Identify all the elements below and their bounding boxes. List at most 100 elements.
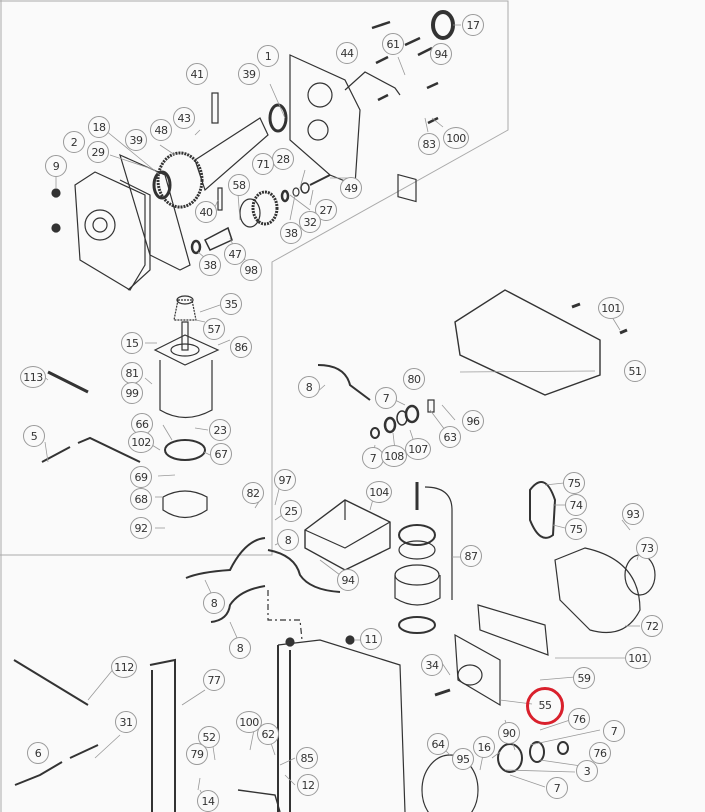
ring-part — [404, 404, 420, 424]
part-label: 75 — [565, 518, 587, 540]
part-label-highlighted[interactable]: 55 — [538, 698, 553, 712]
cable-part — [14, 744, 99, 786]
part-label: 8 — [203, 592, 225, 614]
part-label: 94 — [430, 43, 452, 65]
pinion-part — [203, 226, 233, 251]
ring-part — [300, 182, 310, 194]
highlight-circle — [526, 687, 564, 725]
part-label: 7 — [375, 387, 397, 409]
pulley-stack-part — [394, 482, 453, 634]
part-label: 95 — [452, 748, 474, 770]
part-label: 75 — [563, 472, 585, 494]
part-label: 15 — [121, 332, 143, 354]
part-label: 40 — [195, 201, 217, 223]
part-label: 71 — [252, 153, 274, 175]
part-label: 17 — [462, 14, 484, 36]
part-label: 43 — [173, 107, 195, 129]
nut-part — [51, 188, 61, 198]
shaft-part — [194, 117, 269, 192]
nut-part — [345, 635, 355, 645]
fan-part — [164, 439, 207, 461]
key-part — [217, 187, 223, 211]
control-unit-part — [304, 499, 391, 571]
part-label: 67 — [210, 443, 232, 465]
part-label: 23 — [209, 419, 231, 441]
seal-part — [431, 10, 455, 40]
bearing-part — [268, 103, 288, 133]
gear-part — [251, 190, 279, 226]
part-label: 96 — [462, 410, 484, 432]
part-label: 11 — [360, 628, 382, 650]
section-borders — [0, 0, 509, 812]
part-label: 58 — [228, 174, 250, 196]
bracket-part — [427, 399, 435, 413]
part-label: 108 — [381, 445, 407, 467]
part-label: 107 — [405, 438, 431, 460]
part-label: 101 — [625, 647, 651, 669]
part-label: 39 — [238, 63, 260, 85]
part-label: 38 — [280, 222, 302, 244]
part-label: 44 — [336, 42, 358, 64]
part-label: 29 — [87, 141, 109, 163]
part-label: 85 — [296, 747, 318, 769]
screw-part — [309, 174, 331, 186]
nut-part — [383, 416, 397, 434]
part-label: 100 — [443, 127, 469, 149]
part-label: 72 — [641, 615, 663, 637]
part-label: 12 — [297, 774, 319, 796]
guard-part — [529, 481, 557, 539]
part-label: 86 — [230, 336, 252, 358]
ring-part — [557, 741, 569, 755]
nut-part — [285, 637, 295, 647]
pin-part — [434, 688, 451, 697]
release-lever-part — [344, 71, 401, 96]
part-label: 51 — [624, 360, 646, 382]
part-label: 7 — [546, 777, 568, 799]
cable-part — [41, 436, 141, 463]
part-label: 7 — [362, 447, 384, 469]
part-label: 47 — [224, 243, 246, 265]
pin-part — [211, 92, 219, 124]
ring-holder-part — [162, 490, 208, 519]
gland-part — [370, 427, 380, 439]
part-label: 79 — [186, 743, 208, 765]
part-label: 102 — [128, 431, 154, 453]
carrier-part — [239, 198, 261, 228]
part-label: 66 — [131, 413, 153, 435]
disc-part — [624, 554, 656, 596]
part-label: 59 — [573, 667, 595, 689]
part-label: 80 — [403, 368, 425, 390]
part-label: 38 — [199, 254, 221, 276]
flange-plate-part — [454, 633, 501, 707]
part-label: 90 — [498, 722, 520, 744]
part-label: 64 — [427, 733, 449, 755]
gasket-part — [119, 153, 191, 271]
bearing-part — [190, 239, 202, 255]
part-label: 94 — [337, 569, 359, 591]
bracket-part — [237, 789, 281, 812]
ring-part — [280, 189, 290, 203]
part-label: 8 — [298, 376, 320, 398]
screws-part — [371, 20, 439, 125]
cable-tie-part — [13, 659, 89, 706]
part-label: 100 — [236, 711, 262, 733]
part-label: 7 — [603, 720, 625, 742]
part-label: 82 — [242, 482, 264, 504]
part-label: 14 — [197, 790, 219, 812]
cam-part — [497, 743, 523, 773]
part-label: 16 — [473, 736, 495, 758]
part-label: 104 — [366, 481, 392, 503]
part-label: 93 — [622, 503, 644, 525]
part-label: 99 — [121, 382, 143, 404]
part-label: 31 — [115, 711, 137, 733]
part-label: 73 — [636, 537, 658, 559]
part-label: 9 — [45, 155, 67, 177]
part-label: 32 — [299, 211, 321, 233]
part-label: 57 — [203, 318, 225, 340]
part-label: 74 — [565, 494, 587, 516]
part-label: 28 — [272, 148, 294, 170]
cable-part — [210, 585, 266, 623]
part-label: 81 — [121, 362, 143, 384]
part-label: 76 — [589, 742, 611, 764]
